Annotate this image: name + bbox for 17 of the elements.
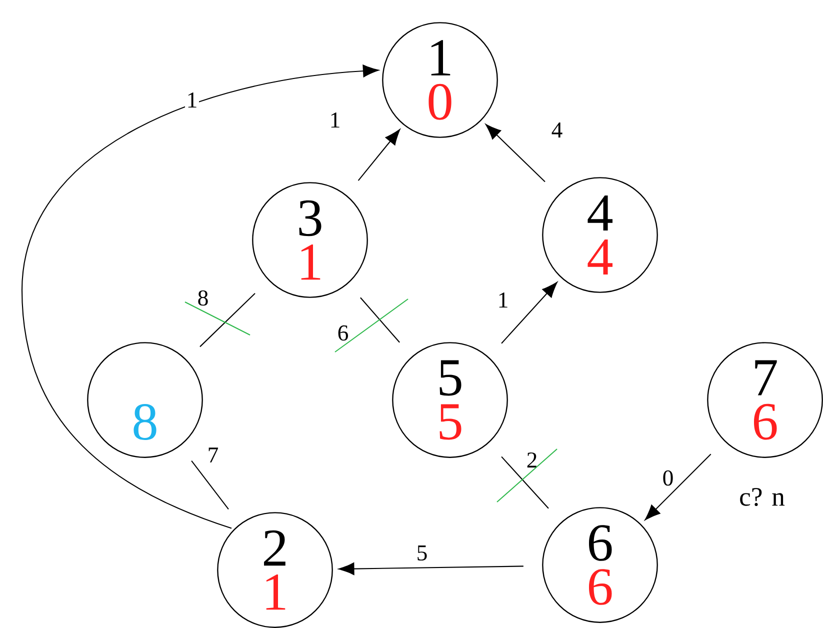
edge-label: 4: [552, 122, 562, 138]
edge-label: 1: [188, 92, 196, 108]
arrow: [644, 454, 712, 520]
edge-label: 1: [499, 292, 508, 308]
arrow: [501, 282, 558, 344]
edge-label: 5: [418, 545, 427, 561]
arrow: [338, 562, 524, 576]
edge-label: 7: [208, 448, 218, 462]
edge-label: 6: [338, 325, 348, 341]
arrow: [358, 129, 400, 181]
edge-label: 1: [331, 112, 340, 128]
edge-label: 2: [527, 452, 536, 468]
edge-label: 0: [663, 470, 673, 486]
edge-label: 8: [198, 290, 208, 306]
node-note: c? n: [740, 488, 785, 506]
arrow: [486, 124, 546, 182]
arrow: [21, 64, 379, 529]
